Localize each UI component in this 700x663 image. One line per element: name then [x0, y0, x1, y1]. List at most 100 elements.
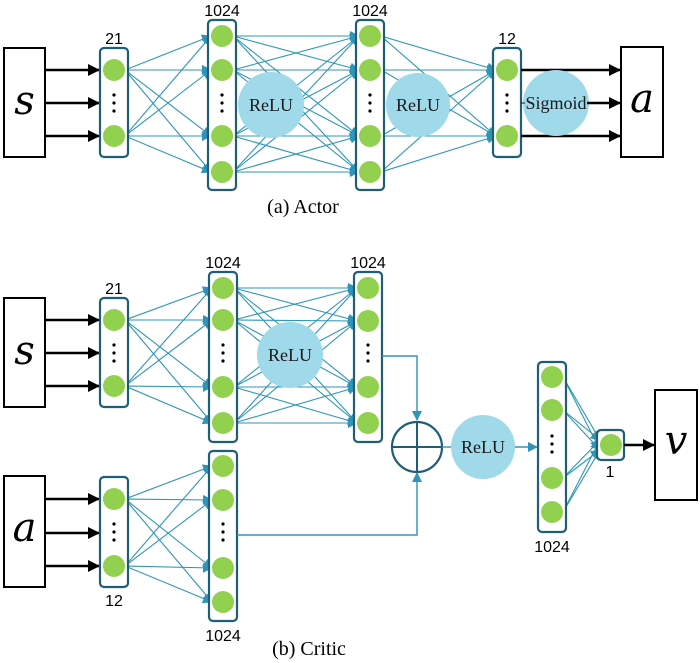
neuron — [541, 467, 563, 489]
actor-connection-input-hidden1 — [124, 34, 212, 71]
neuron — [357, 412, 379, 434]
sum-operator-icon — [390, 420, 444, 474]
neuron — [496, 59, 518, 81]
critic-action-input-label: a — [13, 505, 37, 551]
ellipsis-icon — [220, 93, 224, 113]
ellipsis-icon — [112, 522, 116, 542]
neuron — [212, 557, 234, 579]
neuron — [359, 125, 381, 147]
critic-state-input-layer-size: 21 — [105, 281, 123, 298]
state-branch-feed — [382, 355, 422, 421]
critic-connection-merged-value — [562, 376, 601, 441]
critic-connection-action-input-hidden1 — [124, 494, 213, 505]
ellipsis-icon — [366, 343, 370, 363]
critic-state-hidden1-layer-size: 1024 — [205, 255, 241, 272]
critic-connection-merged-value — [562, 439, 601, 513]
critic-connection-state-hidden1-hidden2 — [233, 285, 358, 321]
neuron — [212, 412, 234, 434]
actor-connection-input-hidden1 — [124, 69, 212, 137]
connections — [124, 31, 601, 604]
critic-connection-state-hidden1-hidden2 — [233, 384, 358, 424]
critic-relu1-label: ReLU — [268, 345, 312, 365]
actor-state-input-box — [3, 47, 46, 158]
actor-connection-hidden1-hidden2 — [232, 33, 360, 71]
ellipsis-icon — [112, 343, 116, 363]
critic-state-input-label: s — [14, 328, 35, 374]
critic-connection-state-hidden1-hidden2 — [233, 315, 358, 326]
critic-connection-state-input-hidden1 — [124, 319, 213, 387]
neuron — [103, 125, 125, 147]
actor-network: s 21 1024 ReLU 1024 ReLU 12 — [3, 3, 664, 218]
actor-connection-input-hidden1 — [124, 69, 212, 173]
neuron — [359, 161, 381, 183]
critic-value-output-layer-size: 1 — [606, 464, 615, 481]
actor-hidden1-layer-size: 1024 — [204, 3, 240, 20]
critic-connection-merged-value — [562, 449, 601, 479]
critic-action-input-layer-size: 12 — [105, 593, 123, 610]
actor-hidden2-layer-size: 1024 — [352, 3, 388, 20]
actor-action-output-box — [620, 46, 664, 158]
actor-connection-input-hidden1 — [124, 135, 212, 174]
critic-state-input-box — [3, 297, 46, 408]
critic-connection-merged-value — [562, 376, 601, 451]
critic-connection-action-input-hidden1 — [124, 562, 213, 573]
neuron — [496, 125, 518, 147]
neuron — [600, 434, 622, 456]
critic-value-output-label: v — [665, 418, 688, 464]
actor-connection-input-hidden1 — [124, 35, 212, 137]
actor-input-layer-size: 21 — [105, 31, 123, 48]
action-branch-feed — [237, 472, 422, 536]
neuron — [357, 376, 379, 398]
critic-merged-hidden-layer-size: 1024 — [534, 539, 570, 556]
neuron — [541, 399, 563, 421]
critic-value-output-box — [654, 389, 698, 501]
critic-connection-state-input-hidden1 — [124, 381, 213, 392]
neuron — [359, 59, 381, 81]
neuron — [357, 310, 379, 332]
critic-connection-state-input-hidden1 — [124, 385, 213, 425]
ellipsis-icon — [550, 434, 554, 454]
actor-connection-hidden2-output — [380, 133, 497, 173]
critic-connection-action-input-hidden1 — [124, 499, 213, 567]
neuron — [211, 161, 233, 183]
critic-relu2-activation — [451, 415, 515, 479]
critic-connection-action-input-hidden1 — [124, 464, 213, 500]
neuron — [212, 376, 234, 398]
critic-caption: (b) Critic — [272, 638, 346, 660]
actor-caption: (a) Actor — [267, 196, 339, 218]
neuron — [212, 455, 234, 477]
actor-relu2-label: ReLU — [396, 95, 440, 115]
critic-connection-action-input-hidden1 — [124, 465, 213, 567]
neuron — [103, 309, 125, 331]
actor-relu2-activation — [386, 73, 450, 137]
actor-action-output-label: a — [630, 76, 654, 122]
critic-connection-state-input-hidden1 — [124, 286, 213, 321]
neuron — [212, 277, 234, 299]
actor-sigmoid-activation — [523, 70, 589, 136]
ellipsis-icon — [221, 343, 225, 363]
critic-action-input-box — [3, 475, 46, 588]
critic-connection-state-input-hidden1 — [124, 287, 213, 387]
actor-connection-hidden2-output — [380, 35, 497, 73]
critic-connection-action-input-hidden1 — [124, 565, 213, 604]
ellipsis-icon — [368, 93, 372, 113]
actor-state-input-label: s — [14, 78, 35, 124]
critic-network: s 21 1024 ReLU 1024 a — [3, 255, 698, 660]
neuron — [541, 366, 563, 388]
neuron — [212, 489, 234, 511]
neuron — [103, 488, 125, 510]
actor-output-layer-size: 12 — [498, 31, 516, 48]
ellipsis-icon — [505, 93, 509, 113]
actor-relu1-activation — [238, 72, 304, 138]
neuron — [541, 501, 563, 523]
critic-connection-state-input-hidden1 — [124, 319, 213, 424]
neuron — [103, 375, 125, 397]
critic-relu2-label: ReLU — [461, 437, 505, 457]
actor-sigmoid-label: Sigmoid — [525, 93, 586, 113]
critic-connection-merged-value — [562, 409, 601, 441]
ellipsis-icon — [221, 522, 225, 542]
ellipsis-icon — [112, 93, 116, 113]
critic-connection-merged-value — [562, 449, 601, 513]
neuron — [359, 25, 381, 47]
